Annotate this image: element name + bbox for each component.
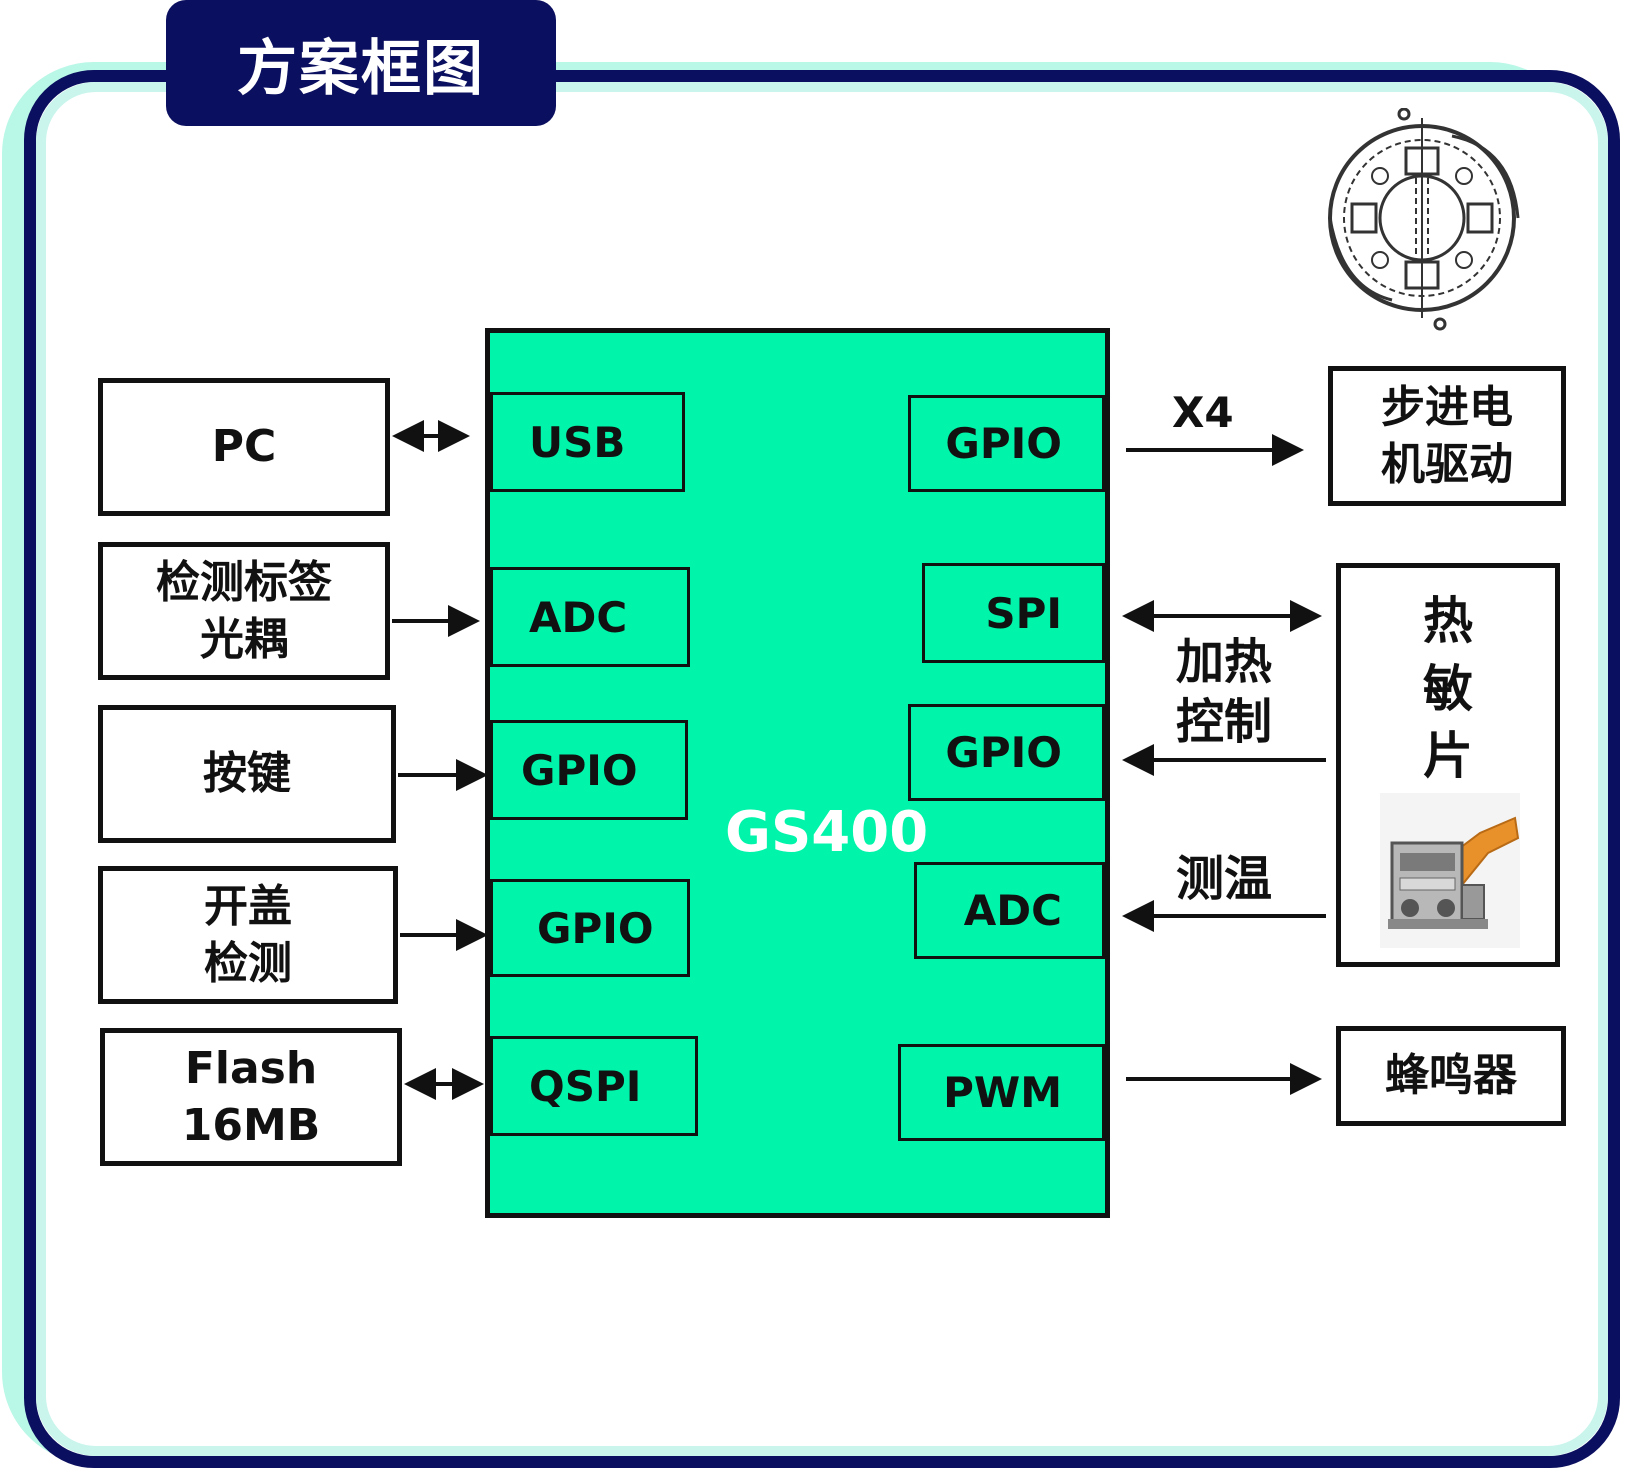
- thermal-printer-image: [1380, 793, 1520, 948]
- thermal-head-line2: 敏: [1423, 659, 1473, 718]
- pc-block: PC: [98, 378, 390, 516]
- gpio-port-keys-label: GPIO: [521, 745, 638, 795]
- keys-block: 按键: [98, 705, 396, 843]
- chip-label: GS400: [725, 800, 929, 865]
- thermal-head-line3: 片: [1423, 727, 1473, 785]
- gpio-port-cover: GPIO: [490, 879, 690, 977]
- buzzer-block: 蜂鸣器: [1336, 1026, 1566, 1126]
- temp-measure-label: 测温: [1176, 851, 1273, 907]
- motor-count-label: X4: [1172, 388, 1234, 437]
- adc-port-left: ADC: [490, 567, 690, 667]
- thermal-head-line1: 热: [1423, 592, 1473, 650]
- gpio-port-keys: GPIO: [490, 720, 688, 820]
- spi-port: SPI: [922, 563, 1105, 663]
- qspi-port: QSPI: [490, 1036, 698, 1136]
- frame-inner-glow: [36, 82, 1608, 1456]
- heat-control-line2: 控制: [1176, 694, 1273, 750]
- gpio-port-motor: GPIO: [908, 395, 1105, 492]
- cover-detect-line1: 开盖: [204, 880, 292, 932]
- page-title: 方案框图: [237, 33, 485, 104]
- title-tab: 方案框图: [166, 0, 556, 126]
- gpio-port-heat: GPIO: [908, 704, 1105, 801]
- flash-line1: Flash: [184, 1042, 318, 1094]
- pc-label: PC: [211, 421, 277, 473]
- stepper-motor-icon: [1328, 108, 1520, 331]
- stepper-driver-block: 步进电 机驱动: [1328, 366, 1566, 506]
- usb-port-label: USB: [529, 417, 626, 467]
- stepper-driver-line1: 步进电: [1381, 381, 1513, 433]
- flash-block: Flash 16MB: [100, 1028, 402, 1166]
- cover-detect-block: 开盖 检测: [98, 866, 398, 1004]
- buzzer-label: 蜂鸣器: [1385, 1050, 1517, 1102]
- label-sensor-block: 检测标签 光耦: [98, 542, 390, 680]
- adc-port-temp-label: ADC: [963, 886, 1062, 935]
- qspi-port-label: QSPI: [529, 1061, 642, 1111]
- label-sensor-line1: 检测标签: [156, 556, 332, 608]
- pwm-port: PWM: [898, 1044, 1105, 1141]
- keys-label: 按键: [203, 748, 291, 800]
- gpio-port-cover-label: GPIO: [537, 903, 654, 953]
- flash-line2: 16MB: [181, 1100, 321, 1151]
- heat-control-line1: 加热: [1176, 634, 1273, 690]
- label-sensor-line2: 光耦: [200, 614, 288, 665]
- stepper-driver-line2: 机驱动: [1381, 439, 1513, 490]
- adc-port-left-label: ADC: [529, 592, 628, 642]
- pwm-port-label: PWM: [943, 1068, 1062, 1117]
- adc-port-temp: ADC: [914, 862, 1105, 959]
- cover-detect-line2: 检测: [204, 938, 292, 989]
- gpio-port-motor-label: GPIO: [945, 419, 1062, 468]
- usb-port: USB: [490, 392, 685, 492]
- gpio-port-heat-label: GPIO: [945, 728, 1062, 777]
- spi-port-label: SPI: [985, 588, 1062, 638]
- heat-control-label: 加热 控制: [1176, 632, 1272, 752]
